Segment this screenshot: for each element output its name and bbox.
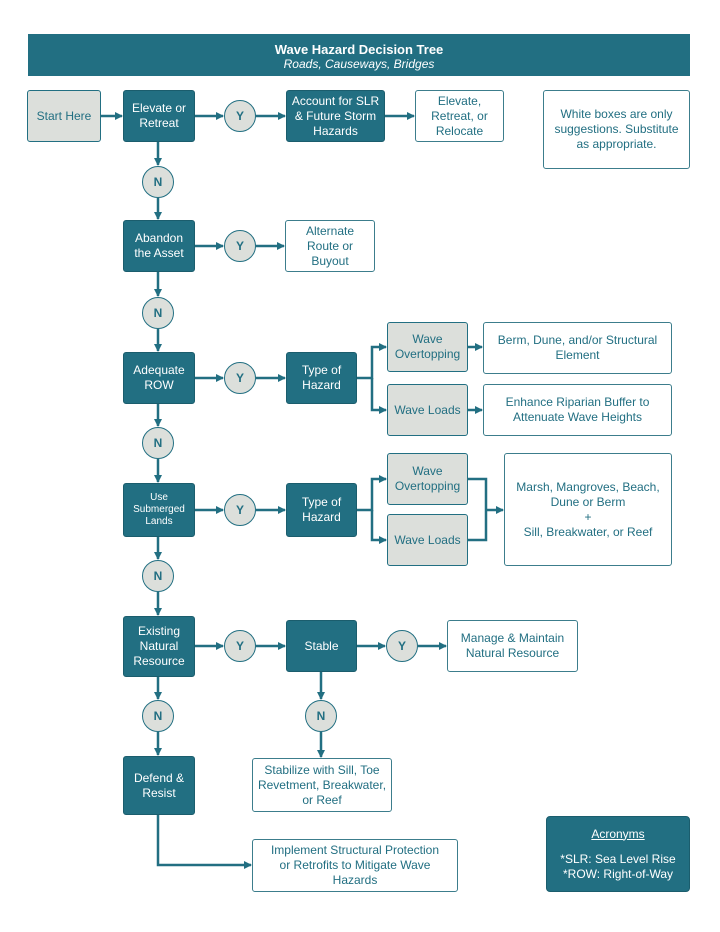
wave-overtopping-node: Wave Overtopping [387,322,468,372]
no-decision: N [142,560,174,592]
elevate-result-node: Elevate, Retreat, or Relocate [415,90,504,142]
start-node: Start Here [27,90,101,142]
account-slr-node: Account for SLR & Future Storm Hazards [286,90,385,142]
no-decision: N [142,297,174,329]
acronym-item: *ROW: Right-of-Way [562,866,673,881]
no-decision: N [142,700,174,732]
elevate-or-retreat-node: Elevate or Retreat [123,90,195,142]
yes-decision: Y [386,630,418,662]
yes-decision: Y [224,494,256,526]
acronyms-box: Acronyms *SLR: Sea Level Rise *ROW: Righ… [546,816,690,892]
acronym-item: *SLR: Sea Level Rise [560,851,676,866]
implement-structural-node: Implement Structural Protection or Retro… [252,839,458,892]
type-of-hazard-node: Type of Hazard [286,483,357,537]
riparian-buffer-node: Enhance Riparian Buffer to Attenuate Wav… [483,384,672,436]
no-decision: N [142,427,174,459]
yes-decision: Y [224,230,256,262]
defend-resist-node: Defend & Resist [123,756,195,815]
sill-text: Sill, Breakwater, or Reef [523,524,653,539]
title-banner: Wave Hazard Decision Tree Roads, Causewa… [28,34,690,76]
yes-decision: Y [224,362,256,394]
abandon-asset-node: Abandon the Asset [123,220,195,272]
wave-overtopping-node: Wave Overtopping [387,453,468,505]
use-submerged-lands-node: Use Submerged Lands [123,483,195,537]
marsh-text: Marsh, Mangroves, Beach, Dune or Berm [516,479,660,509]
stable-node: Stable [286,620,357,672]
diagram-subtitle: Roads, Causeways, Bridges [283,57,435,71]
wave-loads-node: Wave Loads [387,514,468,566]
wave-loads-node: Wave Loads [387,384,468,436]
berm-dune-node: Berm, Dune, and/or Structural Element [483,322,672,374]
adequate-row-node: Adequate ROW [123,352,195,404]
alternate-route-node: Alternate Route or Buyout [285,220,375,272]
plus-text: + [584,509,592,524]
acronyms-title: Acronyms [591,826,645,841]
manage-maintain-node: Manage & Maintain Natural Resource [447,620,578,672]
marsh-mangroves-node: Marsh, Mangroves, Beach, Dune or Berm + … [504,453,672,566]
no-decision: N [142,166,174,198]
diagram-title: Wave Hazard Decision Tree [274,42,444,57]
note-box: White boxes are only suggestions. Substi… [543,90,690,169]
stabilize-node: Stabilize with Sill, Toe Revetment, Brea… [252,758,392,812]
type-of-hazard-node: Type of Hazard [286,352,357,404]
yes-decision: Y [224,630,256,662]
yes-decision: Y [224,100,256,132]
existing-natural-resource-node: Existing Natural Resource [123,616,195,677]
no-decision: N [305,700,337,732]
